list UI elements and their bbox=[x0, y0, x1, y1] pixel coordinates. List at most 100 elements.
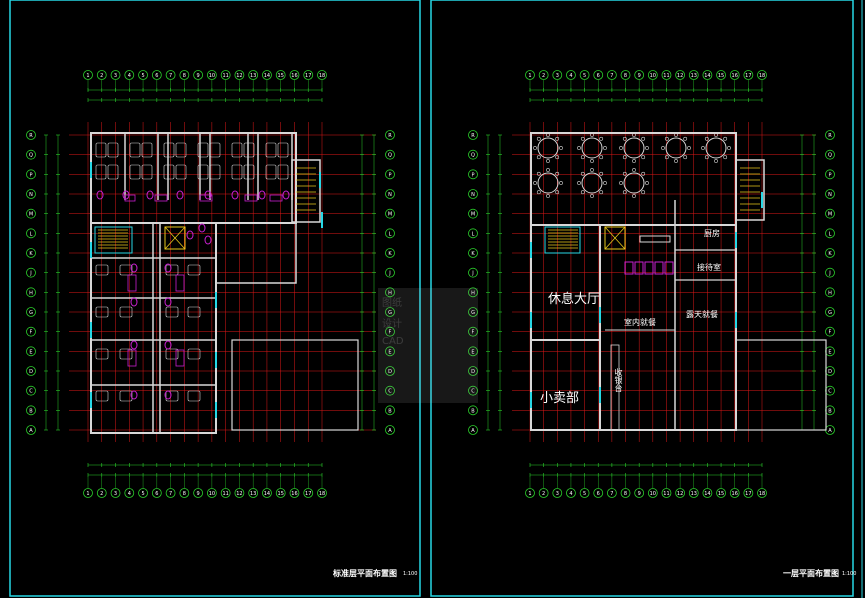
bed-outline bbox=[265, 142, 277, 158]
axis-bubble-row bbox=[26, 189, 36, 199]
chair bbox=[580, 190, 585, 195]
axis-label-col: 7 bbox=[610, 491, 613, 497]
axis-bubble-row bbox=[468, 326, 478, 337]
axis-bubble-col bbox=[729, 488, 740, 498]
bed-outline bbox=[277, 164, 289, 180]
round-table bbox=[705, 137, 727, 159]
axis-bubble-row bbox=[26, 425, 36, 435]
axis-label-row: B bbox=[29, 408, 33, 414]
fixture-toilet bbox=[186, 230, 194, 240]
bed-outline bbox=[243, 164, 255, 180]
axis-bubble-row bbox=[825, 189, 835, 199]
axis-bubble-row bbox=[468, 248, 478, 258]
axis-bubble-row bbox=[468, 169, 478, 180]
fixture-bath bbox=[154, 194, 168, 202]
axis-label-row: H bbox=[471, 290, 475, 296]
chair bbox=[661, 146, 665, 150]
axis-label-col: 4 bbox=[569, 73, 572, 79]
axis-bubble-col bbox=[661, 488, 672, 498]
bed-outline bbox=[95, 306, 109, 318]
fixture-toilet bbox=[282, 190, 290, 200]
axis-label-col: 12 bbox=[236, 73, 242, 79]
axis-bubble-row bbox=[825, 169, 835, 180]
chair bbox=[701, 146, 705, 150]
bed-outline bbox=[95, 264, 109, 276]
axis-label-col: 15 bbox=[278, 73, 284, 79]
axis-label-row: M bbox=[828, 212, 832, 218]
axis-label-col: 5 bbox=[583, 491, 586, 497]
axis-label-col: 9 bbox=[197, 73, 200, 79]
axis-label-col: 7 bbox=[610, 73, 613, 79]
axis-label-col: 5 bbox=[141, 73, 144, 79]
chair bbox=[533, 181, 537, 185]
axis-bubble-row bbox=[385, 189, 395, 199]
chair bbox=[641, 171, 646, 176]
chair bbox=[714, 159, 718, 163]
axis-bubble-col bbox=[234, 488, 245, 498]
axis-bubble-col bbox=[729, 70, 740, 80]
axis-bubble-col bbox=[606, 488, 617, 498]
bed-outline bbox=[231, 142, 243, 158]
axis-bubble-row bbox=[385, 287, 395, 298]
chair bbox=[599, 155, 604, 160]
bed-outline bbox=[141, 164, 153, 180]
axis-label-row: C bbox=[29, 389, 33, 395]
bed-outline bbox=[277, 142, 289, 158]
axis-bubble-col bbox=[716, 488, 726, 498]
chair bbox=[580, 155, 585, 160]
axis-bubble-row bbox=[468, 366, 478, 376]
fixture-bath bbox=[124, 194, 136, 202]
axis-label-row: H bbox=[29, 290, 33, 296]
chair bbox=[559, 146, 563, 150]
axis-bubble-row bbox=[26, 307, 36, 317]
axis-bubble-col bbox=[193, 488, 204, 498]
axis-bubble-col bbox=[688, 488, 699, 498]
axis-label-col: 14 bbox=[704, 73, 710, 79]
axis-bubble-col bbox=[110, 70, 121, 80]
axis-label-col: 2 bbox=[542, 73, 545, 79]
chair bbox=[599, 136, 604, 141]
chair bbox=[599, 171, 604, 176]
fixture-bath bbox=[175, 349, 185, 367]
axis-bubble-row bbox=[26, 208, 36, 219]
axis-bubble-col bbox=[743, 488, 754, 498]
bed-outline bbox=[165, 264, 179, 276]
wall-side-block bbox=[215, 222, 297, 284]
axis-bubble-row bbox=[468, 346, 478, 357]
bed-outline bbox=[265, 164, 277, 180]
fixture-toilet bbox=[130, 263, 138, 273]
axis-label-row: B bbox=[471, 408, 475, 414]
fixture-bath bbox=[244, 194, 258, 202]
chair bbox=[536, 136, 541, 141]
axis-label-col: 3 bbox=[114, 73, 117, 79]
axis-label-row: K bbox=[828, 251, 832, 257]
axis-label-col: 4 bbox=[128, 73, 131, 79]
axis-label-col: 2 bbox=[100, 73, 103, 79]
chair bbox=[704, 155, 709, 160]
axis-bubble-col bbox=[647, 488, 658, 498]
axis-bubble-row bbox=[26, 326, 36, 337]
bed-outline bbox=[243, 142, 255, 158]
chair bbox=[533, 146, 537, 150]
axis-label-row: C bbox=[471, 389, 475, 395]
axis-bubble-col bbox=[634, 488, 645, 498]
chair bbox=[599, 190, 604, 195]
round-table bbox=[581, 137, 603, 159]
chair bbox=[645, 146, 649, 150]
axis-label-col: 7 bbox=[169, 491, 172, 497]
axis-bubble-row bbox=[385, 267, 395, 278]
axis-label-col: 10 bbox=[209, 491, 215, 497]
axis-label-col: 11 bbox=[222, 491, 228, 497]
axis-bubble-col bbox=[165, 488, 176, 498]
fixture-toilet bbox=[164, 390, 172, 400]
axis-bubble-col bbox=[620, 70, 631, 80]
axis-label-col: 17 bbox=[745, 491, 751, 497]
axis-label-row: E bbox=[29, 349, 32, 355]
axis-label-col: 13 bbox=[250, 73, 256, 79]
axis-label-row: F bbox=[829, 330, 832, 336]
axis-bubble-col bbox=[151, 70, 162, 80]
axis-bubble-col bbox=[552, 70, 563, 80]
axis-label-col: 15 bbox=[278, 491, 284, 497]
axis-bubble-col bbox=[566, 70, 576, 80]
axis-label-row: G bbox=[471, 310, 475, 316]
